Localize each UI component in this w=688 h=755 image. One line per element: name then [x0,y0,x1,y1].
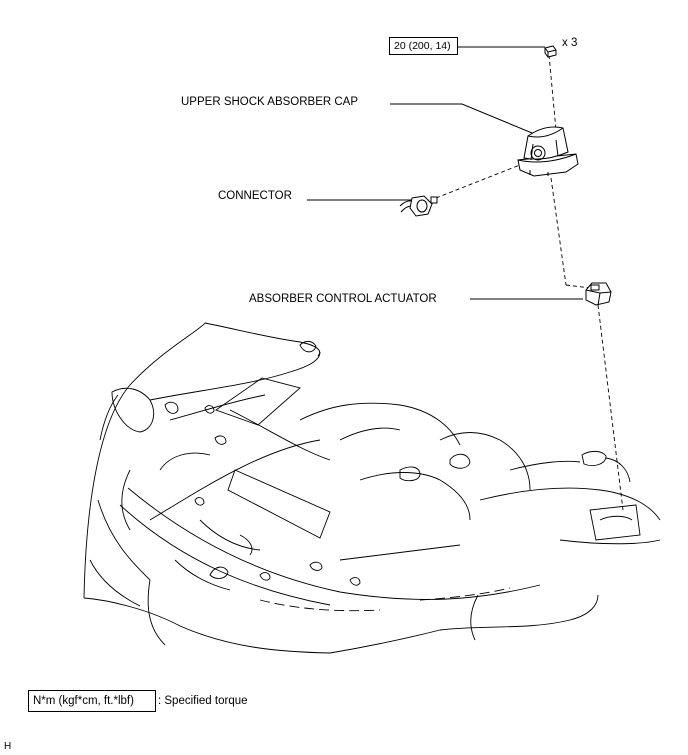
vehicle-body-outline [83,322,661,654]
torque-value: 20 (200, 14) [394,40,451,52]
upper-shock-absorber-cap [517,126,579,177]
quantity-label: x 3 [562,37,578,49]
torque-spec-box: 20 (200, 14) [389,37,458,55]
connector-label: CONNECTOR [218,190,292,202]
cap-leader-line [390,103,533,134]
actuator-label: ABSORBER CONTROL ACTUATOR [249,293,437,305]
corner-mark: H [4,741,12,752]
nut-icon [544,45,557,58]
legend-description: : Specified torque [158,695,248,707]
connector-part [399,195,438,217]
legend-unit-box: N*m (kgf*cm, ft.*lbf) [28,690,156,712]
cap-label: UPPER SHOCK ABSORBER CAP [181,96,359,108]
absorber-control-actuator [585,282,612,306]
legend-unit-text: N*m (kgf*cm, ft.*lbf) [33,695,134,707]
assembly-dashed-lines [435,54,624,511]
